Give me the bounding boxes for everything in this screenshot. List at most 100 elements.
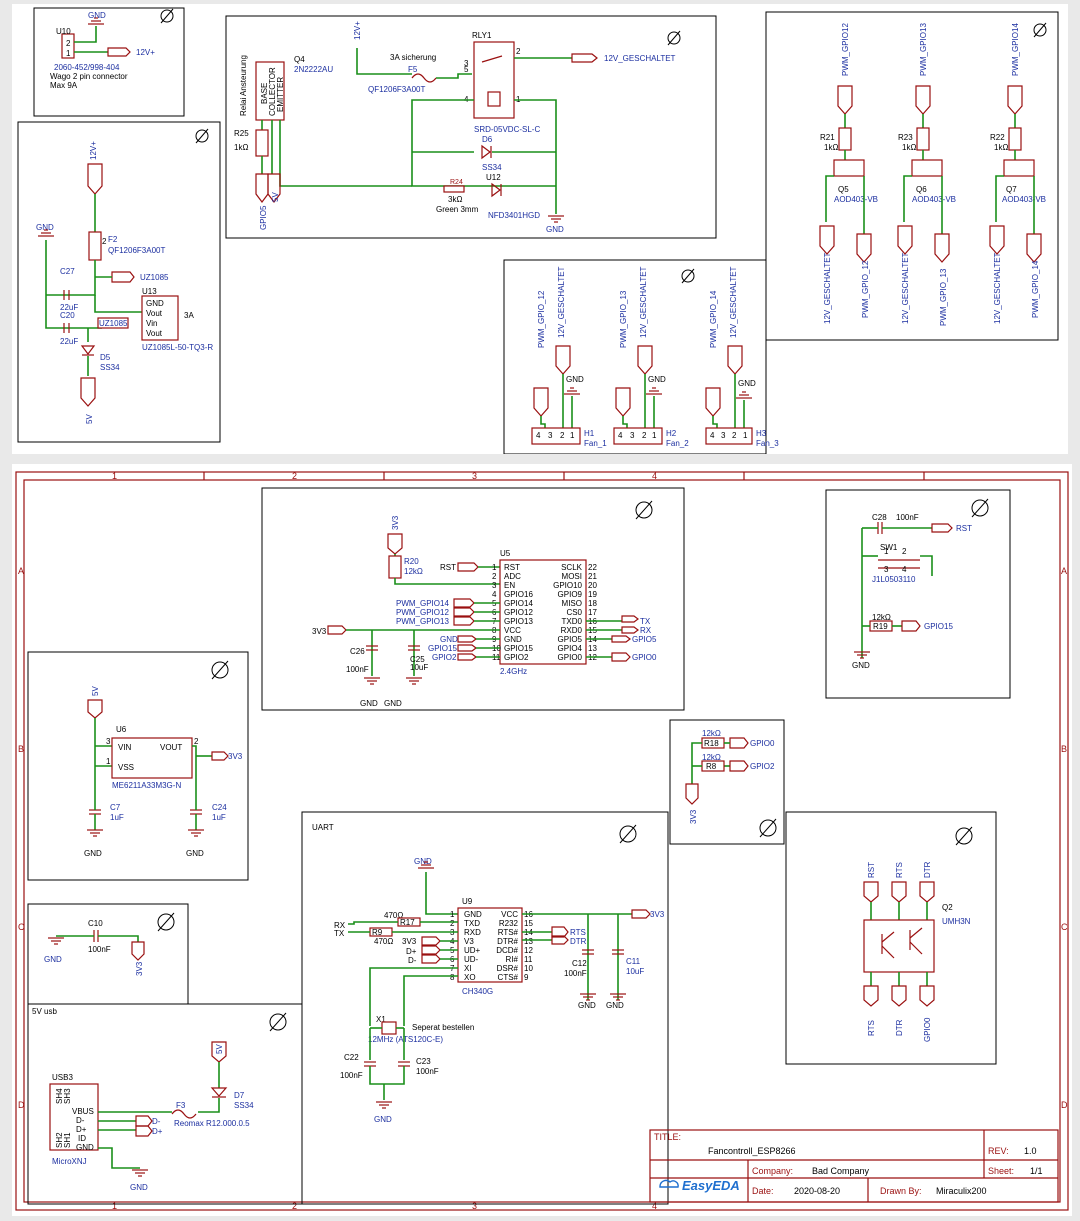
chip-pin-name: CS0: [566, 608, 582, 617]
grid-col-label: 2: [292, 1201, 297, 1211]
ar-top-net: RST: [867, 862, 876, 878]
fan-block: PWM_GPIO_12 12V_GESCHALTET GND 4 3 2 1 H…: [503, 259, 779, 455]
gnd-icon: [405, 677, 423, 685]
gnd-icon: [187, 829, 205, 837]
fan-pin: 3: [548, 431, 553, 440]
r24-val: 3kΩ: [448, 195, 462, 204]
drawn-value: Miraculix200: [936, 1186, 987, 1196]
null-symbol-icon: [635, 500, 653, 520]
chip-pin-name: ADC: [504, 572, 521, 581]
title-block: TITLE: Fancontroll_ESP8266 REV: 1.0 Comp…: [649, 1129, 1059, 1203]
mosfet-channel: PWM_GPIO13 R23 1kΩ Q6 AOD403-VB 12V_GESC…: [897, 23, 956, 326]
u9-ref: U9: [462, 897, 473, 906]
null-symbol-icon: [971, 498, 989, 518]
ch-q-ref: Q5: [838, 185, 849, 194]
chip-pin-name: GPIO0: [558, 653, 583, 662]
grid-col-label: 3: [472, 471, 477, 481]
ldo-vin-net: 5V: [91, 686, 100, 696]
chip-pin-number: 22: [588, 563, 597, 572]
rev-value: 1.0: [1024, 1146, 1037, 1156]
chip-pin-name: GPIO2: [504, 653, 529, 662]
u13-pin-vout2: Vout: [146, 329, 163, 338]
r9-ref: R9: [372, 928, 383, 937]
chip-pin-name: UD+: [464, 946, 481, 955]
fan-gnd: GND: [738, 379, 756, 388]
d7-diode-icon: [210, 1087, 228, 1097]
chip-pin-name: DCD#: [496, 946, 518, 955]
ch-out-v: 12V_GESCHALTET: [901, 252, 910, 324]
esp-gnd: GND: [384, 699, 402, 708]
r25-ref: R25: [234, 129, 249, 138]
chip-pin-name: TXD0: [562, 617, 583, 626]
null-symbol-icon: [759, 818, 777, 838]
usb-pin: D-: [76, 1116, 85, 1125]
relay-block: 12V+ 3A sicherung F5 QF1206F3A00T RLY1 S…: [225, 15, 717, 239]
esp-right-net: TX: [640, 617, 651, 626]
c26-val: 100nF: [346, 665, 369, 674]
uart-gnd: GND: [374, 1115, 392, 1124]
grid-row-label: A: [1061, 566, 1067, 576]
mosfet-channel: PWM_GPIO14 R22 1kΩ Q7 AOD403-VB 12V_GESC…: [989, 23, 1046, 324]
u13-part: UZ1085L-50-TQ3-R: [142, 343, 213, 352]
d6-diode-icon: [481, 144, 491, 160]
reset-gpio-net: GPIO15: [924, 622, 953, 631]
fan-pin: 4: [618, 431, 623, 440]
esp-chip: [499, 559, 587, 665]
c11-ref: C11: [626, 957, 641, 966]
fan-pin: 2: [642, 431, 647, 440]
grid-row-label: D: [1061, 1100, 1068, 1110]
company-label: Company:: [752, 1166, 793, 1176]
usb-shield: SH4: [55, 1088, 64, 1104]
easyeda-cloud-icon: [659, 1179, 679, 1188]
fan-ref: H2: [666, 429, 677, 438]
sw-pin: 1: [884, 547, 889, 556]
r18-net: GPIO0: [750, 739, 775, 748]
chip-pin-name: DTR#: [497, 937, 518, 946]
c12-val: 100nF: [564, 969, 587, 978]
chip-pin-number: 4: [492, 590, 497, 599]
c25-val: 10uF: [410, 663, 428, 672]
fan-pin: 3: [721, 431, 726, 440]
usb-shield: SH2: [55, 1132, 64, 1148]
null-symbol-icon: [667, 30, 681, 46]
ch-r-val: 1kΩ: [994, 143, 1008, 152]
pin1-num: 1: [66, 49, 71, 58]
chip-pin-number: 9: [524, 973, 529, 982]
ch-out-v: 12V_GESCHALTET: [823, 252, 832, 324]
fan-pin: 1: [570, 431, 575, 440]
chip-pin-number: 17: [588, 608, 597, 617]
u10-ref: U10: [56, 27, 71, 36]
esp-left-net: GND: [440, 635, 458, 644]
u9-part: CH340G: [462, 987, 493, 996]
fan-pwm-net: PWM_GPIO_13: [619, 290, 628, 348]
gnd-icon: [363, 677, 381, 685]
chip-pin-name: DSR#: [497, 964, 519, 973]
svg-text:2: 2: [102, 237, 107, 246]
uart-left-net: D-: [408, 956, 417, 965]
chip-pin-number: 19: [588, 590, 597, 599]
ldo-vout-net: 3V3: [228, 752, 243, 761]
relay-part: SRD-05VDC-SL-C: [474, 125, 540, 134]
chip-pin-name: EN: [504, 581, 515, 590]
chip-pin-name: XO: [464, 973, 476, 982]
u5-ref: U5: [500, 549, 511, 558]
c27-val: 22uF: [60, 303, 78, 312]
chip-pin-name: GPIO4: [558, 644, 583, 653]
chip-pin-number: 1: [492, 563, 497, 572]
ch-r-val: 1kΩ: [824, 143, 838, 152]
r25-val: 1kΩ: [234, 143, 248, 152]
fan-pin: 3: [630, 431, 635, 440]
fan-ref: H3: [756, 429, 767, 438]
chip-pin-name: GPIO5: [558, 635, 583, 644]
uart-tx: TX: [334, 929, 345, 938]
gnd-icon: [131, 1169, 149, 1177]
xtal-icon: [381, 1021, 397, 1035]
ar-bottom-net: RTS: [867, 1020, 876, 1036]
chip-pin-number: 15: [524, 919, 533, 928]
f5-part: QF1206F3A00T: [368, 85, 425, 94]
chip-pin-name: TXD: [464, 919, 480, 928]
ch-q-ref: Q7: [1006, 185, 1017, 194]
r9-val: 470Ω: [374, 937, 393, 946]
sheet-value: 1/1: [1030, 1166, 1043, 1176]
